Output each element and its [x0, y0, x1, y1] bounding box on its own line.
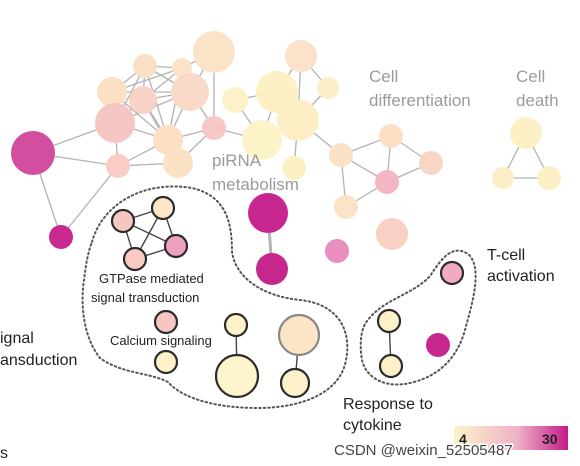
node — [376, 218, 408, 250]
node — [172, 58, 192, 78]
cluster-outlines — [81, 185, 477, 410]
node — [376, 308, 402, 334]
node — [419, 151, 443, 175]
label-calcium-signaling: Calcium signaling — [110, 333, 212, 348]
legend-gradient-bar — [454, 426, 568, 450]
cluster-outline-signal-transduction — [81, 185, 349, 410]
node — [426, 333, 450, 357]
node — [379, 124, 403, 148]
node — [153, 309, 179, 335]
node — [242, 120, 282, 160]
node — [133, 54, 157, 78]
color-legend: 4 30 — [454, 426, 568, 450]
node — [285, 40, 317, 72]
node — [110, 208, 136, 234]
node — [510, 117, 542, 149]
cluster-nodes — [110, 195, 465, 399]
node — [248, 193, 288, 233]
node — [222, 87, 248, 113]
node — [378, 353, 404, 379]
node — [256, 253, 288, 285]
node — [163, 233, 189, 259]
legend-max: 30 — [542, 431, 558, 447]
node — [214, 353, 260, 399]
node — [95, 103, 135, 143]
watermark-halo: CSDN @weixin_52505487 — [334, 442, 513, 459]
label-pirna-2: metabolism — [212, 175, 299, 194]
label-cell-differentiation-1: Cell — [369, 67, 398, 86]
node — [375, 170, 399, 194]
label-bottom-left: s — [0, 445, 8, 462]
node — [163, 148, 193, 178]
node — [106, 154, 130, 178]
label-signal-2: ansduction — [0, 352, 77, 369]
node — [277, 313, 321, 357]
node — [223, 312, 249, 338]
label-pirna-1: piRNA — [212, 151, 262, 170]
label-cell-death-1: Cell — [516, 67, 545, 86]
node — [325, 239, 349, 263]
node — [97, 77, 127, 107]
label-gtpase-1: GTPase mediated — [99, 271, 204, 286]
label-tcell-1: T-cell — [487, 247, 525, 264]
label-response-1: Response to — [343, 396, 433, 413]
node — [122, 246, 148, 272]
label-response-2: cytokine — [343, 417, 402, 434]
node — [129, 86, 157, 114]
node — [492, 167, 514, 189]
node — [334, 195, 358, 219]
node — [439, 260, 465, 286]
labels: Cell differentiation Cell death piRNA me… — [0, 67, 559, 462]
node — [49, 225, 73, 249]
label-cell-death-2: death — [516, 91, 559, 110]
node — [279, 367, 311, 399]
node — [317, 77, 339, 99]
label-gtpase-2: signal transduction — [91, 290, 199, 305]
node — [282, 156, 306, 180]
label-cell-differentiation-2: differentiation — [369, 91, 471, 110]
label-tcell-2: activation — [487, 268, 555, 285]
node — [11, 131, 55, 175]
node — [153, 349, 179, 375]
node — [153, 125, 183, 155]
label-signal-1: ignal — [0, 330, 34, 347]
watermark: CSDN @weixin_52505487 — [334, 442, 513, 459]
node — [329, 143, 353, 167]
node — [171, 73, 209, 111]
node — [150, 195, 176, 221]
legend-min: 4 — [459, 431, 467, 447]
node — [277, 99, 319, 141]
node — [202, 116, 226, 140]
network-nodes — [11, 31, 561, 285]
node — [537, 166, 561, 190]
node — [193, 31, 235, 73]
cluster-outline-tcell — [359, 249, 477, 386]
